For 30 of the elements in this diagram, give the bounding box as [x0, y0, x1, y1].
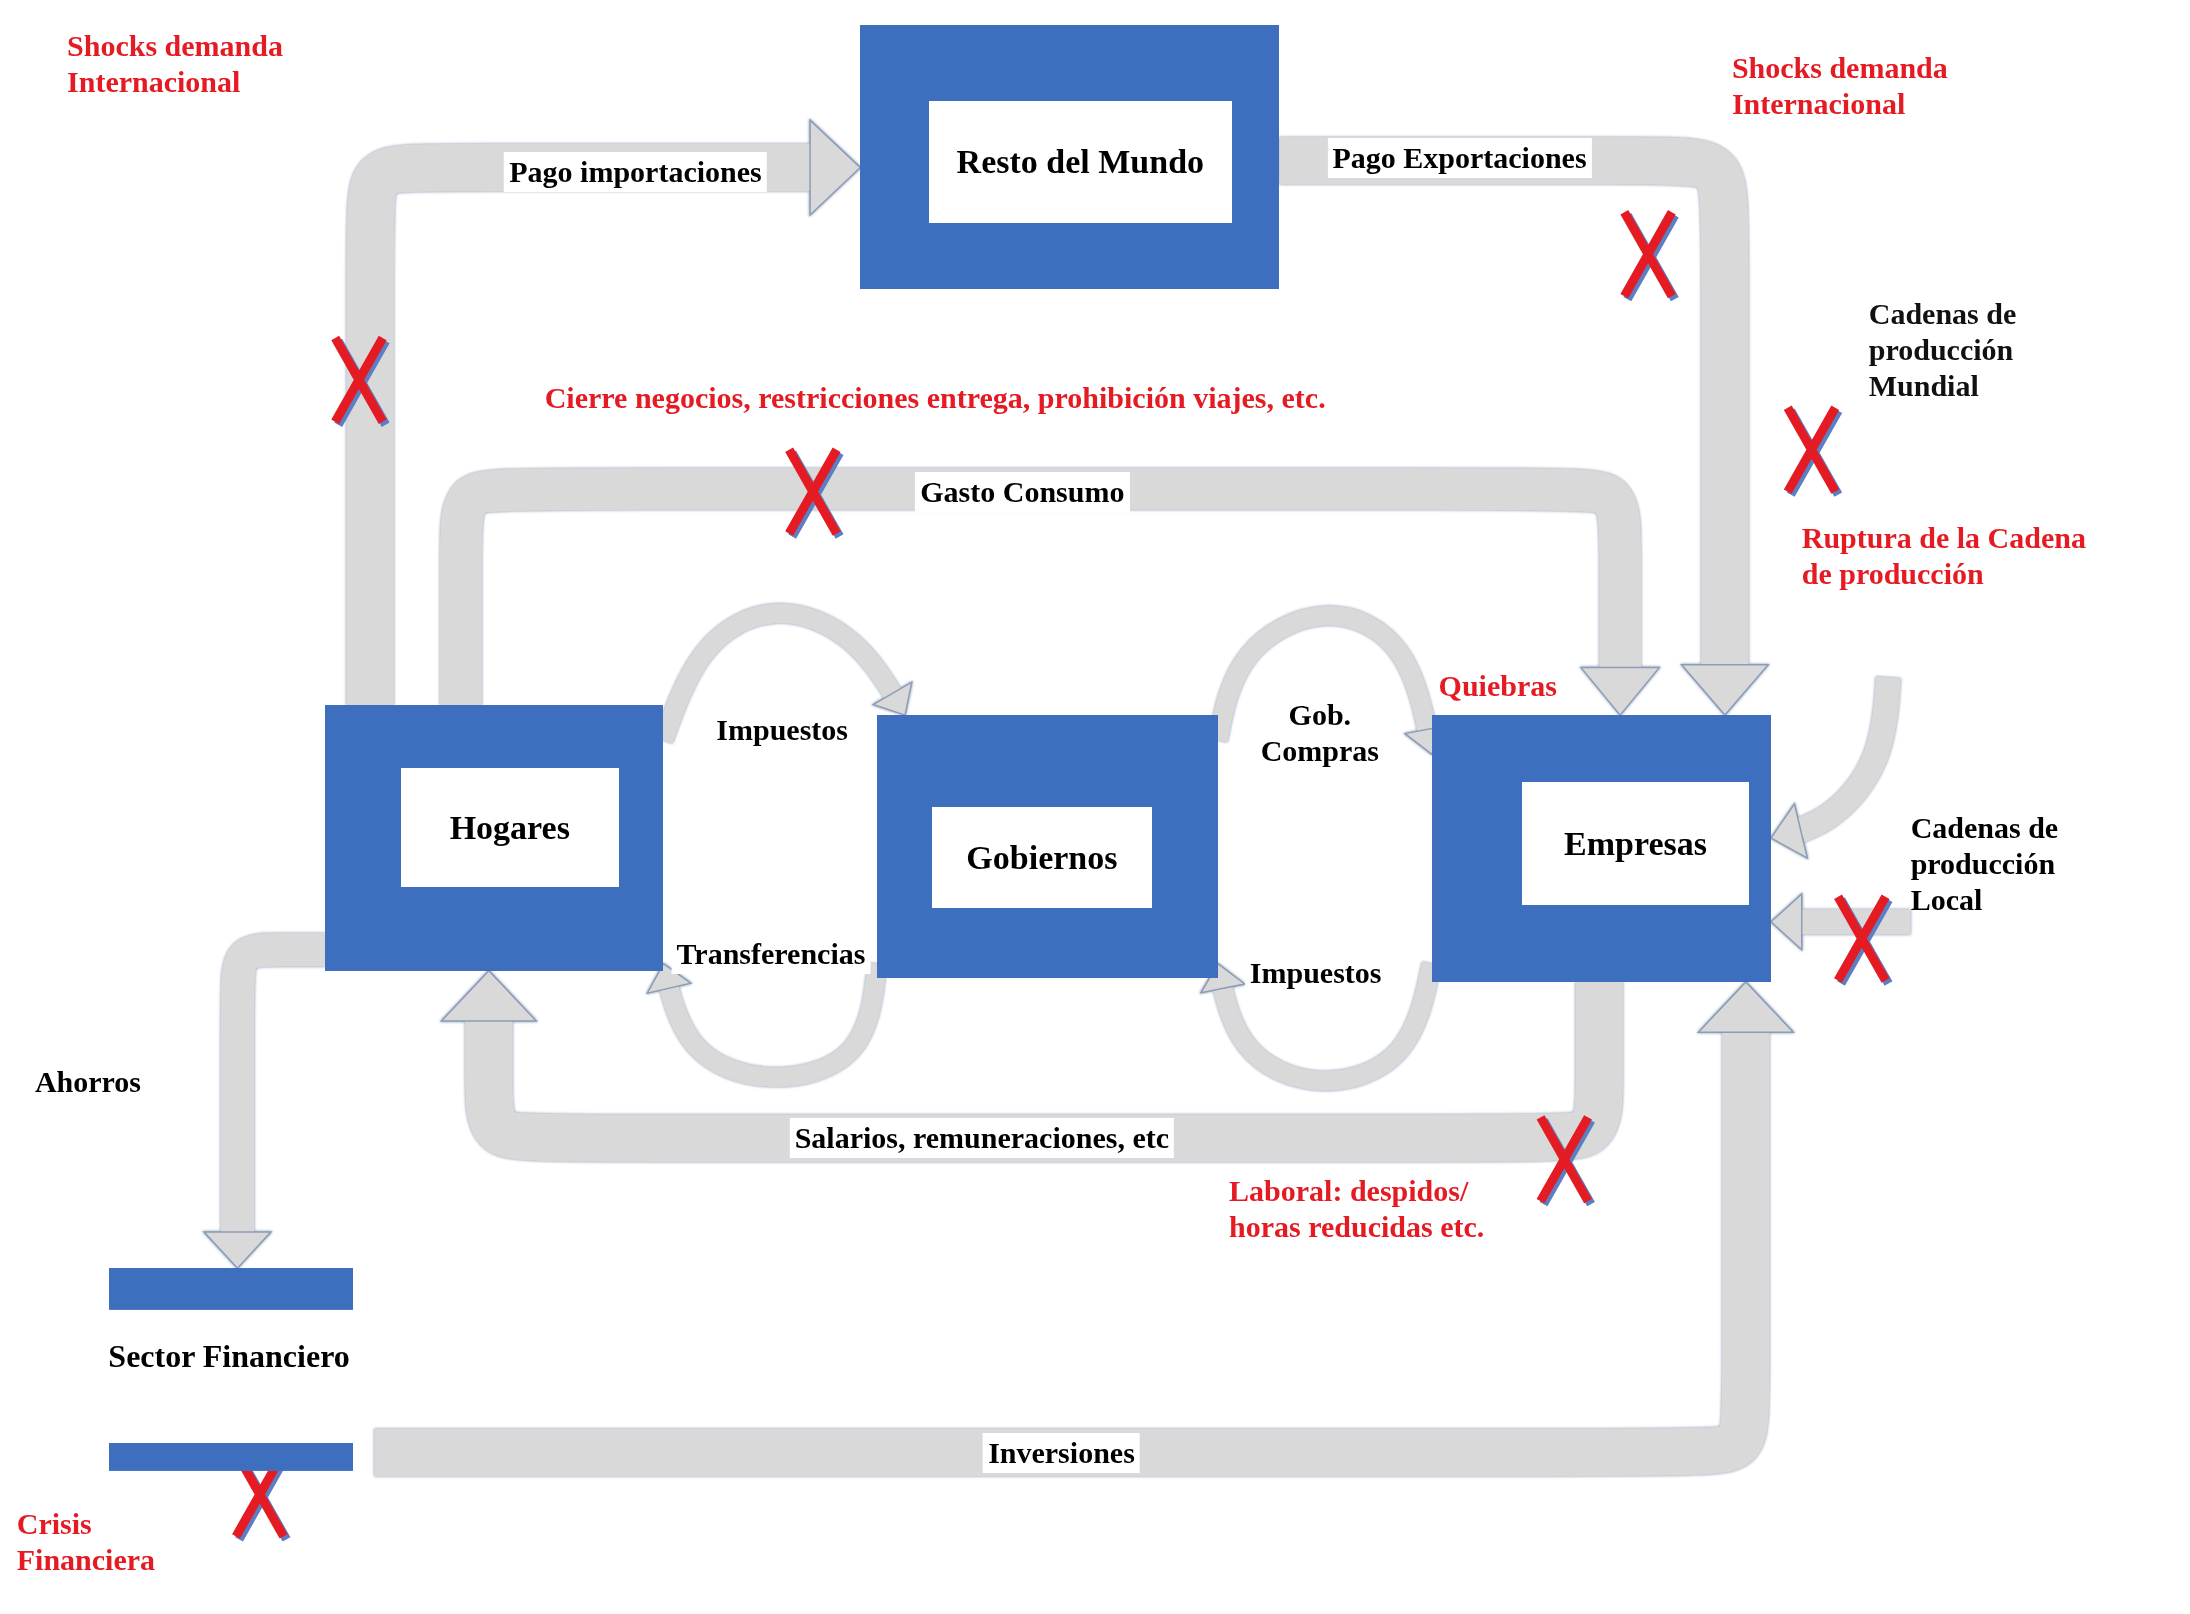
node-label: Gobiernos — [931, 807, 1153, 908]
edge-label: Inversiones — [983, 1432, 1140, 1473]
impact-note: Laboral: despidos/ horas reducidas etc. — [1229, 1173, 1486, 1246]
frame-box — [1431, 715, 1771, 982]
impact-note: Crisis Financiera — [16, 1505, 157, 1578]
flow-arrow — [646, 961, 887, 1087]
node-label: Cadenas de producción Local — [1910, 810, 2090, 971]
edge-label: Ahorros — [33, 1064, 143, 1101]
flow-arrow — [439, 467, 1660, 716]
frame-box — [860, 25, 1280, 290]
impact-note: Shocks demanda Internacional — [67, 27, 284, 100]
frame-box — [325, 705, 664, 971]
node-label: Sector Financiero — [107, 1338, 351, 1375]
flow-arrow — [1279, 136, 1769, 716]
node-label: Empresas — [1522, 782, 1749, 906]
flow-arrow — [346, 119, 862, 706]
note-text: Cadenas de producción Mundial — [1868, 296, 2018, 405]
impact-note: Cierre negocios, restricciones entrega, prohibición viajes, etc. — [544, 379, 1327, 416]
edge-label: Pago Exportaciones — [1327, 137, 1592, 178]
edge-label: Gasto Consumo — [915, 471, 1130, 512]
flow-arrow — [374, 981, 1795, 1477]
node-label: Hogares — [400, 768, 619, 887]
impact-note: Ruptura de la Cadena de producción — [1801, 519, 2087, 592]
edge-label: Pago importaciones — [504, 151, 767, 192]
frame-box — [877, 715, 1218, 978]
impact-note: Quiebras — [1438, 667, 1558, 704]
flow-arrow — [1770, 893, 1911, 951]
edge-label: Salarios, remuneraciones, etc — [789, 1118, 1175, 1159]
impact-note: Shocks demanda Internacional — [1731, 50, 1949, 123]
node-label: Resto del Mundo — [928, 100, 1232, 224]
